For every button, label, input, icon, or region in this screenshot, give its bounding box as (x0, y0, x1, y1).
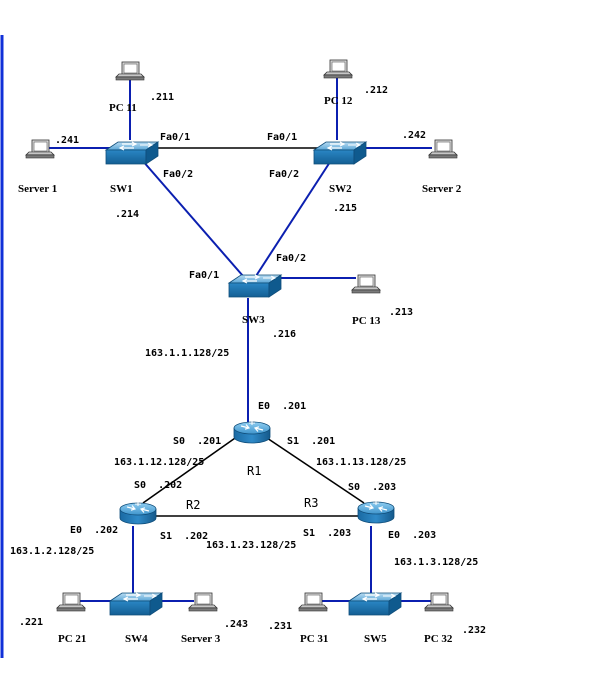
pc-21-addr: .221 (19, 617, 43, 628)
pc-13-name: PC 13 (352, 315, 381, 327)
server-2-addr: .242 (402, 130, 426, 141)
link-r1-r3 (263, 435, 365, 504)
r1-e0: E0 .201 (258, 401, 306, 412)
pc-31-name: PC 31 (300, 633, 328, 645)
pc-32-name: PC 32 (424, 633, 453, 645)
sw1-port-fa0-1: Fa0/1 (160, 132, 190, 143)
router-r3-icon[interactable] (357, 500, 395, 524)
r2-r3-network: 163.1.23.128/25 (206, 540, 296, 551)
pc-13-addr: .213 (389, 307, 413, 318)
sw1-addr: .214 (115, 209, 139, 220)
r2-s1: S1 .202 (160, 531, 208, 542)
sw3-port-fa0-2: Fa0/2 (276, 253, 306, 264)
switch-sw3-icon[interactable] (228, 274, 282, 298)
sw3-addr: .216 (272, 329, 296, 340)
r2-name: R2 (186, 498, 200, 512)
switch-sw5-icon[interactable] (348, 592, 402, 616)
pc-12-addr: .212 (364, 85, 388, 96)
pc-32-addr: .232 (462, 625, 486, 636)
r1-s0: S0 .201 (173, 436, 221, 447)
sw1-name: SW1 (110, 183, 133, 195)
switch-sw2-icon[interactable] (313, 141, 367, 165)
link-sw1-sw3 (141, 159, 244, 277)
link-sw2-sw3 (255, 161, 331, 277)
lan2-network: 163.1.2.128/25 (10, 546, 94, 557)
r1-name: R1 (247, 464, 261, 478)
r2-e0: E0 .202 (70, 525, 118, 536)
pc-11-addr: .211 (150, 92, 174, 103)
pc-12-icon[interactable] (323, 59, 353, 79)
pc-13-icon[interactable] (351, 274, 381, 294)
switch-sw1-icon[interactable] (105, 141, 159, 165)
server-3-addr: .243 (224, 619, 248, 630)
router-r2-icon[interactable] (119, 501, 157, 525)
link-r1-r2 (142, 435, 239, 504)
r3-s1: S1 .203 (303, 528, 351, 539)
links (48, 78, 433, 602)
router-r1-icon[interactable] (233, 420, 271, 444)
pc-12-name: PC 12 (324, 95, 353, 107)
r1-s1: S1 .201 (287, 436, 335, 447)
server-1-name: Server 1 (18, 183, 57, 195)
server-2-name: Server 2 (422, 183, 462, 195)
pc-11-name: PC 11 (109, 102, 137, 114)
sw3-port-fa0-1: Fa0/1 (189, 270, 219, 281)
r3-s0: S0 .203 (348, 482, 396, 493)
pc-31-addr: .231 (268, 621, 292, 632)
r2-s0: S0 .202 (134, 480, 182, 491)
switch-sw4-icon[interactable] (109, 592, 163, 616)
sw2-port-fa0-2: Fa0/2 (269, 169, 299, 180)
r1-r3-network: 163.1.13.128/25 (316, 457, 406, 468)
sw3-name: SW3 (242, 314, 265, 326)
pc-21-name: PC 21 (58, 633, 86, 645)
sw2-port-fa0-1: Fa0/1 (267, 132, 297, 143)
lan1-network: 163.1.1.128/25 (145, 348, 229, 359)
labels: PC 11 .211 PC 12 .212 .241 Server 1 .242… (10, 85, 486, 645)
sw1-port-fa0-2: Fa0/2 (163, 169, 193, 180)
sw2-addr: .215 (333, 203, 357, 214)
sw2-name: SW2 (329, 183, 352, 195)
lan3-network: 163.1.3.128/25 (394, 557, 478, 568)
server-2-icon[interactable] (428, 139, 458, 159)
r3-name: R3 (304, 496, 318, 510)
sw5-name: SW5 (364, 633, 387, 645)
sw4-name: SW4 (125, 633, 148, 645)
pc-11-icon[interactable] (115, 61, 145, 81)
r1-r2-network: 163.1.12.128/25 (114, 457, 204, 468)
server-3-name: Server 3 (181, 633, 221, 645)
r3-e0: E0 .203 (388, 530, 436, 541)
server-1-addr: .241 (55, 135, 79, 146)
